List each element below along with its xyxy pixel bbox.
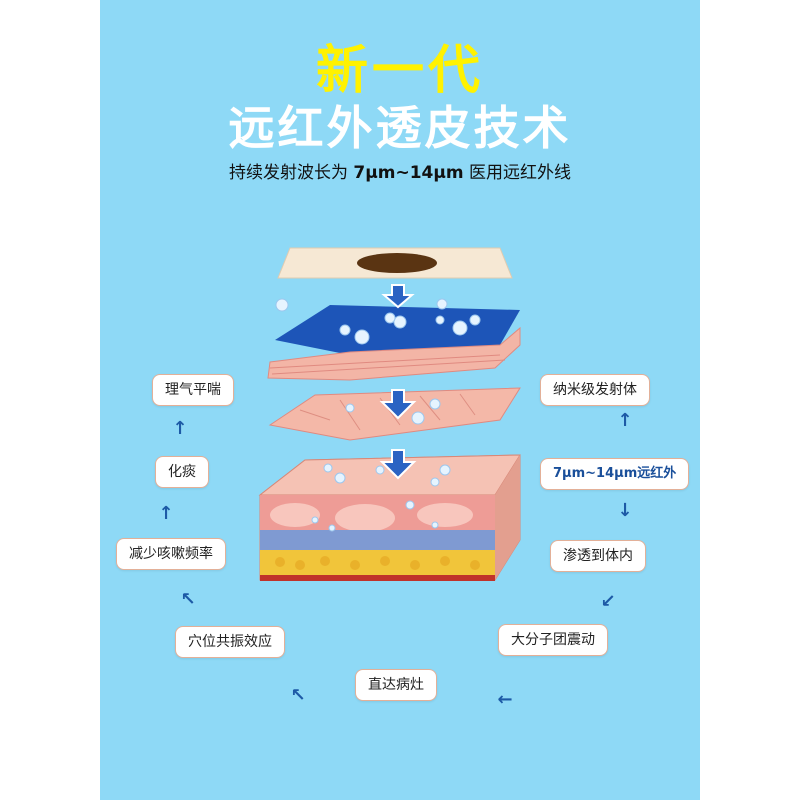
arrow-up-icon: ↑ [617,410,633,431]
subtitle-wavelength: 7μm~14μm [353,163,464,183]
flow-item-phlegm: 化痰 [155,456,209,488]
arrow-down-left-icon: ↙ [600,591,616,612]
skin-layers-illustration [258,247,521,581]
flow-item-vibration: 大分子团震动 [498,624,608,656]
arrow-up-icon: ↑ [172,418,188,439]
base-layer [260,575,495,581]
title-line-2: 远红外透皮技术 [228,101,572,155]
title-line-1: 新一代 [315,41,484,101]
flow-item-acupoint: 穴位共振效应 [175,626,285,658]
fat-layer [260,550,495,575]
blue-layer [275,305,520,355]
arrow-up-left-icon: ↖ [290,685,306,706]
flow-item-cough: 减少咳嗽频率 [116,538,226,570]
subtitle: 持续发射波长为 7μm~14μm 医用远红外线 [100,158,700,183]
fascia-layer [260,530,495,552]
subtitle-suffix: 医用远红外线 [463,163,571,183]
arrow-up-left-icon: ↖ [180,589,196,610]
bubbles [275,298,481,532]
arrow-down-icon: ↓ [617,500,633,521]
down-arrows [379,284,417,480]
arrow-up-icon: ↑ [158,503,174,524]
skin-layer-top [267,326,521,381]
arrow-left-icon: ← [497,689,513,710]
flow-item-emitter: 纳米级发射体 [540,374,650,406]
subtitle-prefix: 持续发射波长为 [229,163,354,183]
flow-item-penetrate: 渗透到体内 [550,540,646,572]
infographic-panel: 新一代 远红外透皮技术 持续发射波长为 7μm~14μm 医用远红外线 [100,0,700,800]
flow-item-lesion: 直达病灶 [355,669,437,701]
flow-item-wavelength: 7μm~14μm远红外 [540,458,690,490]
flow-item-breathing: 理气平喘 [152,374,234,406]
patch-center [357,253,437,273]
